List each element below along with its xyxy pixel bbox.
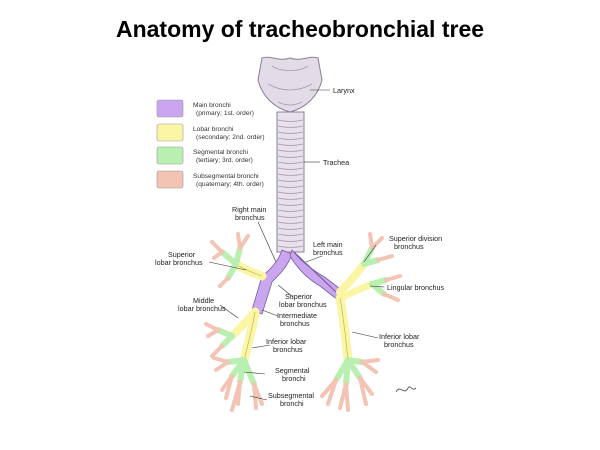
tracheal-ring — [277, 221, 304, 224]
page-title: Anatomy of tracheobronchial tree — [115, 16, 485, 42]
tracheal-ring — [277, 131, 304, 134]
leader-lines — [208, 89, 385, 401]
tracheal-ring — [277, 209, 304, 212]
legend-sublabel-main: (primary; 1st. order) — [196, 110, 254, 117]
tracheal-ring — [277, 173, 304, 176]
label-inferior-lobar-right: Inferior lobar — [266, 337, 307, 346]
artist-signature — [395, 386, 417, 393]
label-middle-lobar-2: lobar bronchus — [178, 304, 226, 313]
label-segmental: Segmental — [275, 366, 310, 375]
tracheal-ring — [277, 119, 304, 122]
legend-swatch-subsegmental — [156, 170, 184, 189]
tracheal-ring — [277, 137, 304, 140]
legend-sublabel-segmental: (tertiary; 3rd. order) — [196, 157, 253, 164]
legend-sublabel-lobar: (secondary; 2nd. order) — [196, 134, 265, 141]
label-superior-lobar-right-2: lobar bronchus — [155, 258, 203, 267]
tracheal-ring — [277, 167, 304, 170]
tracheal-ring — [277, 179, 304, 182]
tracheal-ring — [277, 239, 304, 242]
legend-sublabel-subsegmental: (quaternary; 4th. order) — [196, 181, 264, 188]
label-segmental-2: bronchi — [282, 374, 306, 383]
larynx — [257, 56, 323, 113]
tracheal-ring — [277, 197, 304, 200]
legend: Main bronchi (primary; 1st. order) Lobar… — [156, 99, 265, 189]
tracheal-ring — [277, 233, 304, 236]
label-right-main-bronchus-2: bronchus — [235, 213, 265, 222]
label-superior-lobar-left: Superior — [285, 292, 313, 301]
label-intermediate-2: bronchus — [280, 319, 310, 328]
label-intermediate: Intermediate — [277, 311, 317, 320]
tracheal-ring — [277, 149, 304, 152]
label-superior-division: Superior division — [389, 234, 442, 243]
label-middle-lobar: Middle — [193, 296, 214, 305]
tracheal-ring — [277, 227, 304, 230]
tracheal-ring — [277, 203, 304, 206]
label-left-main-bronchus: Left main — [313, 240, 343, 249]
segmental-bronchi — [215, 245, 389, 387]
tracheal-ring — [277, 191, 304, 194]
legend-label-segmental: Segmental bronchi — [193, 149, 249, 156]
label-right-main-bronchus: Right main — [232, 205, 266, 214]
anatomy-labels: Larynx Trachea Right main bronchus Left … — [155, 86, 445, 408]
tracheal-ring — [277, 245, 304, 248]
tracheal-ring — [277, 185, 304, 188]
tracheal-ring — [277, 161, 304, 164]
tracheal-ring — [277, 125, 304, 128]
legend-swatch-lobar — [156, 123, 184, 142]
label-superior-division-2: bronchus — [394, 242, 424, 251]
legend-swatch-main — [156, 99, 184, 118]
tracheal-ring — [277, 143, 304, 146]
legend-swatch-segmental — [156, 146, 184, 165]
label-superior-lobar-right: Superior — [168, 250, 196, 259]
label-subsegmental-2: bronchi — [280, 399, 304, 408]
label-superior-lobar-left-2: lobar bronchus — [279, 300, 327, 309]
tracheal-ring — [277, 215, 304, 218]
label-inferior-lobar-left-2: bronchus — [384, 340, 414, 349]
legend-label-lobar: Lobar bronchi — [193, 126, 234, 133]
label-lingular: Lingular bronchus — [387, 283, 445, 292]
label-larynx: Larynx — [333, 86, 355, 95]
label-trachea: Trachea — [323, 158, 349, 167]
legend-label-main: Main bronchi — [193, 102, 231, 109]
legend-label-subsegmental: Subsegmental bronchi — [193, 173, 259, 180]
label-inferior-lobar-left: Inferior lobar — [379, 332, 420, 341]
subsegmental-bronchi — [204, 232, 402, 412]
trachea — [276, 111, 305, 253]
label-inferior-lobar-right-2: bronchus — [273, 345, 303, 354]
label-left-main-bronchus-2: bronchus — [313, 248, 343, 257]
label-subsegmental: Subsegmental — [268, 391, 314, 400]
tracheal-ring — [277, 155, 304, 158]
